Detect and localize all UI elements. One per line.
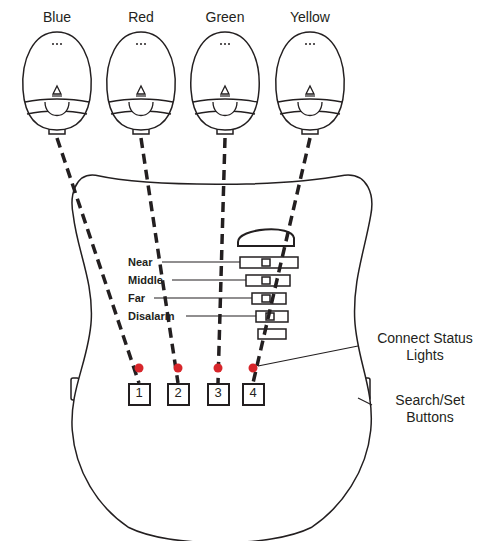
key-fob: Red [103, 8, 179, 138]
button-number: 1 [130, 385, 149, 401]
callout-label: Search/Set Buttons [374, 392, 486, 426]
pairing-line [218, 138, 225, 383]
color-label: Blue [19, 8, 95, 26]
key-fob [19, 30, 95, 136]
button-number: 3 [209, 385, 228, 401]
range-label: Near [128, 255, 152, 269]
callout-label: Connect Status Lights [362, 330, 488, 364]
housing-outline [75, 178, 369, 540]
color-label: Yellow [272, 8, 348, 26]
key-fob [187, 30, 263, 136]
button-number: 2 [169, 385, 188, 401]
range-label: Far [128, 291, 145, 305]
range-label: Middle [128, 273, 163, 287]
key-fob [272, 30, 348, 136]
status-light [135, 364, 144, 373]
color-label: Red [103, 8, 179, 26]
status-light [214, 364, 223, 373]
pairing-line [57, 138, 139, 383]
key-fob: Blue [19, 8, 95, 138]
key-fob [103, 30, 179, 136]
search-set-button: 1 [128, 383, 151, 406]
key-fob: Green [187, 8, 263, 138]
search-set-button: 3 [207, 383, 230, 406]
status-light [174, 364, 183, 373]
key-fob: Yellow [272, 8, 348, 138]
search-set-button: 4 [242, 383, 265, 406]
button-number: 4 [244, 385, 263, 401]
pairing-line [253, 138, 310, 383]
search-set-button: 2 [167, 383, 190, 406]
color-label: Green [187, 8, 263, 26]
status-light [249, 364, 258, 373]
range-label: Disalarm [128, 309, 174, 323]
